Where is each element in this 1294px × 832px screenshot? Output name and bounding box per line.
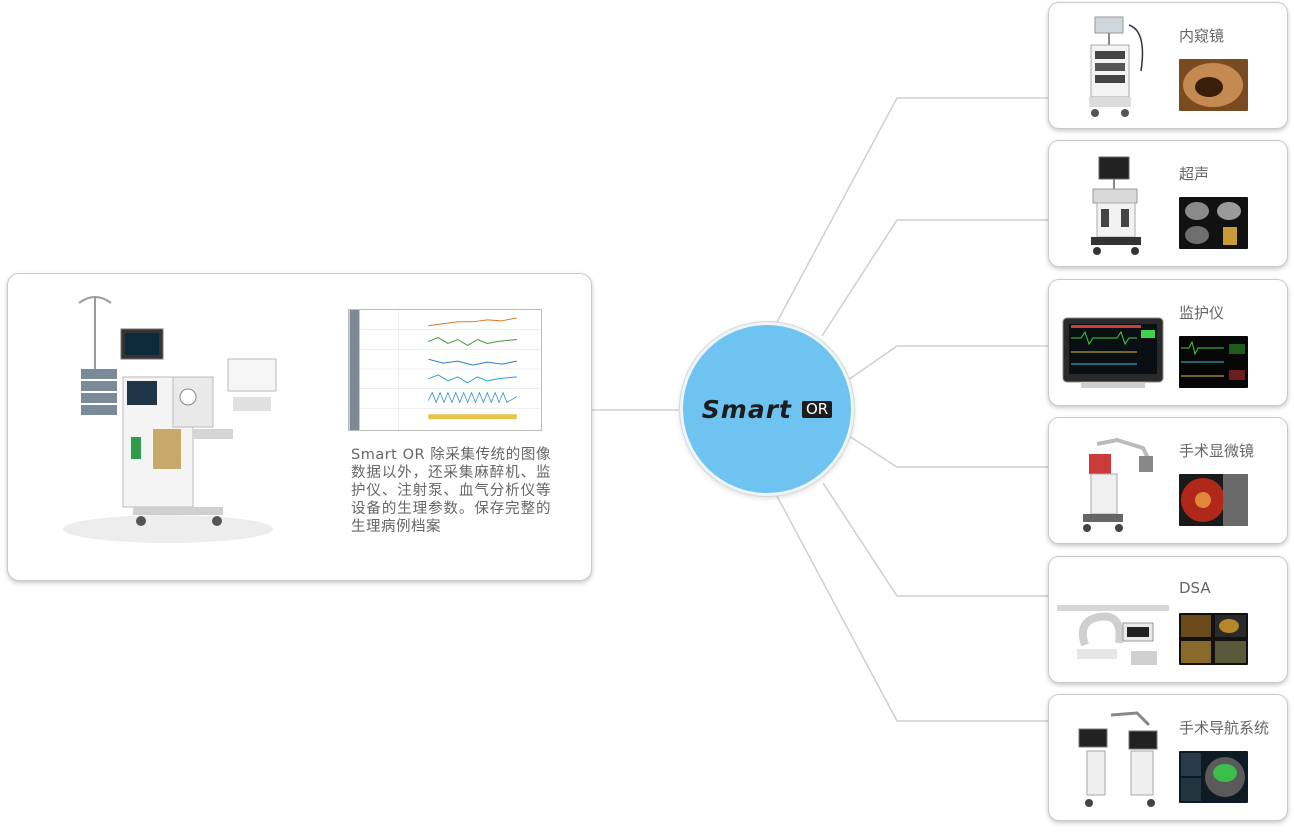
- device-label-endoscope: 内窥镜: [1179, 27, 1225, 45]
- surgical-microscope-icon: [1083, 437, 1153, 532]
- anesthesia-machine-icon: [63, 296, 277, 543]
- device-label-microscope: 手术显微镜: [1179, 442, 1255, 460]
- connector-navigation: [776, 495, 1048, 722]
- physiological-trend-chart: [348, 309, 542, 431]
- connector-endoscope: [776, 97, 1048, 323]
- anesthesia-panel: Smart OR 除采集传统的图像数据以外，还采集麻醉机、监护仪、注射泵、血气分…: [7, 273, 592, 581]
- connector-ultrasound: [821, 219, 1048, 337]
- navigation-sample-image: [1179, 751, 1248, 803]
- navigation-system-icon: [1078, 711, 1158, 807]
- endoscope-tower-icon: [1089, 16, 1144, 117]
- device-label-dsa: DSA: [1179, 579, 1211, 597]
- endoscopy-sample-image: [1179, 59, 1248, 111]
- connector-microscope: [848, 435, 1048, 468]
- device-label-ultrasound: 超声: [1179, 165, 1210, 183]
- device-card-microscope: 手术显微镜: [1048, 417, 1288, 544]
- device-card-endoscope: 内窥镜: [1048, 2, 1288, 129]
- patient-monitor-icon: [1062, 317, 1164, 388]
- monitor-sample-image: [1179, 336, 1248, 388]
- device-label-monitor: 监护仪: [1179, 304, 1225, 322]
- ultrasound-machine-icon: [1091, 156, 1141, 255]
- device-label-navigation: 手术导航系统: [1179, 719, 1270, 737]
- dsa-sample-image: [1179, 613, 1248, 665]
- left-panel-description: Smart OR 除采集传统的图像数据以外，还采集麻醉机、监护仪、注射泵、血气分…: [351, 447, 551, 535]
- c-arm-icon: [1057, 605, 1169, 665]
- hub-or-badge: OR: [801, 400, 833, 418]
- ultrasound-sample-image: [1179, 197, 1248, 249]
- connector-dsa: [822, 482, 1048, 597]
- device-card-monitor: 监护仪: [1048, 279, 1288, 406]
- device-card-navigation: 手术导航系统: [1048, 694, 1288, 821]
- hub-smart-text: Smart: [701, 394, 792, 424]
- connector-monitor: [847, 345, 1048, 381]
- smart-or-hub: Smart OR: [680, 322, 854, 496]
- device-card-dsa: DSA: [1048, 556, 1288, 683]
- microscope-sample-image: [1179, 474, 1248, 526]
- device-card-ultrasound: 超声: [1048, 140, 1288, 267]
